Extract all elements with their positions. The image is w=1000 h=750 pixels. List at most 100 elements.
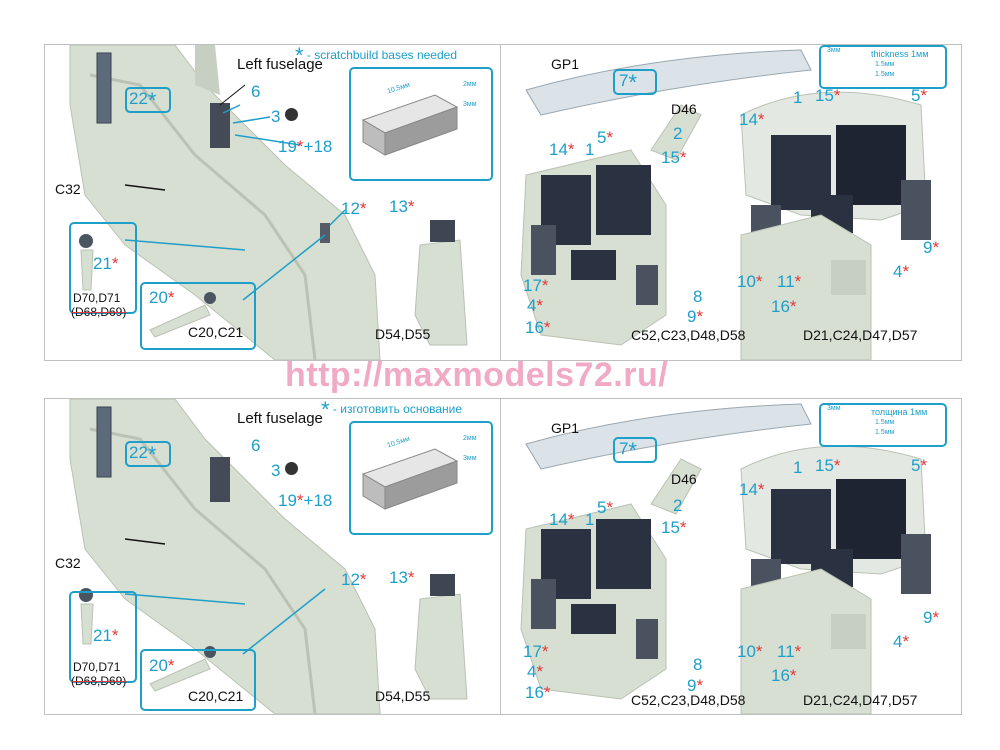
- part-d21-ru: D21,C24,D47,D57: [803, 692, 918, 708]
- label-4-left: 4*: [527, 296, 544, 315]
- fuselage-illustration-ru: [69, 399, 468, 714]
- label-1-left-ru: 1: [585, 510, 595, 529]
- dim-w3-ru: 3мм: [827, 405, 841, 412]
- label-17-ru: 17*: [523, 642, 549, 661]
- dim-h1: 2мм: [463, 81, 477, 88]
- part-d46: D46: [671, 101, 697, 117]
- part-d68-ru: (D68,D69): [71, 674, 127, 688]
- label-7-ru: 7*: [619, 438, 638, 463]
- panel-instrument-panel-ru: GP1 7* D46 2 14* 1 5* 15* 17* 4* 16* 8 9…: [500, 398, 962, 715]
- legend-note-ru: * - изготовить основание: [321, 398, 463, 422]
- dim-h2-ru: 3мм: [463, 455, 477, 462]
- label-11-ru: 11*: [777, 642, 802, 661]
- callout-22: [125, 87, 171, 113]
- part-d70-ru: D70,D71: [73, 660, 121, 674]
- label-16-right: 16*: [771, 297, 797, 316]
- label-19-18-ru: 19*+18: [278, 491, 333, 510]
- label-5-left: 5*: [597, 128, 614, 147]
- label-21-ru: 21*: [93, 626, 119, 645]
- label-15-left: 15*: [661, 148, 687, 167]
- label-16-left: 16*: [525, 318, 551, 337]
- scratch-base-diagram: [349, 67, 493, 181]
- callout-22-ru: [125, 441, 171, 467]
- label-21: 21*: [93, 254, 119, 273]
- label-2-ru: 2: [673, 496, 683, 515]
- part-d21: D21,C24,D47,D57: [803, 327, 918, 343]
- callout-20-ru: [140, 649, 256, 711]
- dim-t1-ru: 1.5мм: [875, 419, 895, 426]
- dim-t2: 1.5мм: [875, 71, 895, 78]
- label-1-right: 1: [793, 88, 803, 107]
- label-22: 22*: [129, 88, 157, 113]
- label-7: 7*: [619, 70, 638, 95]
- label-4-right-ru: 4*: [893, 632, 910, 651]
- part-c20: C20,C21: [188, 324, 244, 340]
- part-c52-ru: C52,C23,D48,D58: [631, 692, 746, 708]
- part-c20-ru: C20,C21: [188, 688, 244, 704]
- instrument-panel-illustration-ru: [520, 403, 931, 714]
- label-10: 10*: [737, 272, 763, 291]
- thickness-diagram-ru: [819, 403, 947, 447]
- label-3: 3: [271, 107, 281, 126]
- dim-w3: 3мм: [827, 47, 841, 54]
- part-d70: D70,D71: [73, 291, 121, 305]
- thickness-note: thickness 1мм: [871, 49, 929, 59]
- part-d54: D54,D55: [375, 326, 431, 342]
- callout-7-ru: [613, 437, 657, 463]
- label-3-ru: 3: [271, 461, 281, 480]
- thickness-note-ru: толщина 1мм: [871, 407, 928, 417]
- label-9-right: 9*: [923, 238, 940, 257]
- panel-instrument-panel-en: GP1 7* D46 2 14* 1 5* 15* 17* 4* 16* 8 9…: [500, 44, 962, 361]
- label-5-left-ru: 5*: [597, 498, 614, 517]
- dim-t2-ru: 1.5мм: [875, 429, 895, 436]
- callout-7: [613, 69, 657, 95]
- thickness-diagram: [819, 45, 947, 89]
- label-12-ru: 12*: [341, 570, 367, 589]
- label-16-right-ru: 16*: [771, 666, 797, 685]
- left-fuselage-label: Left fuselage: [237, 56, 323, 73]
- dim-h1-ru: 2мм: [463, 435, 477, 442]
- label-20: 20*: [149, 288, 175, 307]
- part-c32: C32: [55, 181, 81, 197]
- part-c52: C52,C23,D48,D58: [631, 327, 746, 343]
- label-6-ru: 6: [251, 436, 261, 455]
- label-6: 6: [251, 82, 261, 101]
- label-1-right-ru: 1: [793, 458, 803, 477]
- label-19-18: 19*+18: [278, 137, 333, 156]
- label-4-right: 4*: [893, 262, 910, 281]
- panel-left-fuselage-ru: * - изготовить основание Left fuselage 6…: [44, 398, 506, 715]
- label-14-right-ru: 14*: [739, 480, 765, 499]
- panel-left-fuselage-en: * - scratchbuild bases needed Left fusel…: [44, 44, 506, 361]
- label-14-left-ru: 14*: [549, 510, 575, 529]
- label-17: 17*: [523, 276, 549, 295]
- label-8: 8: [693, 287, 703, 306]
- label-22-ru: 22*: [129, 442, 157, 467]
- left-fuselage-label-ru: Left fuselage: [237, 410, 323, 427]
- scratch-base-diagram-ru: [349, 421, 493, 535]
- part-d54-ru: D54,D55: [375, 688, 431, 704]
- label-12: 12*: [341, 199, 367, 218]
- part-gp1-ru: GP1: [551, 420, 580, 436]
- callout-21: [69, 222, 137, 314]
- label-16-left-ru: 16*: [525, 683, 551, 702]
- label-9-left-ru: 9*: [687, 676, 704, 695]
- instrument-panel-illustration: [520, 49, 931, 360]
- label-9-right-ru: 9*: [923, 608, 940, 627]
- decal-icon-ru: [285, 462, 298, 475]
- dim-t1: 1.5мм: [875, 61, 895, 68]
- dim-h2: 3мм: [463, 101, 477, 108]
- label-8-ru: 8: [693, 655, 703, 674]
- watermark-url: http://maxmodels72.ru/: [285, 356, 669, 394]
- decal-icon: [285, 108, 298, 121]
- callout-21-ru: [69, 591, 137, 683]
- part-d68: (D68,D69): [71, 305, 127, 319]
- part-d46-ru: D46: [671, 471, 697, 487]
- label-20-ru: 20*: [149, 656, 175, 675]
- label-9-left: 9*: [687, 307, 704, 326]
- part-gp1: GP1: [551, 56, 580, 72]
- label-15-right-ru: 15*: [815, 456, 841, 475]
- legend-note: * - scratchbuild bases needed: [295, 44, 457, 68]
- label-11: 11*: [777, 272, 802, 291]
- label-4-left-ru: 4*: [527, 662, 544, 681]
- label-14-right: 14*: [739, 110, 765, 129]
